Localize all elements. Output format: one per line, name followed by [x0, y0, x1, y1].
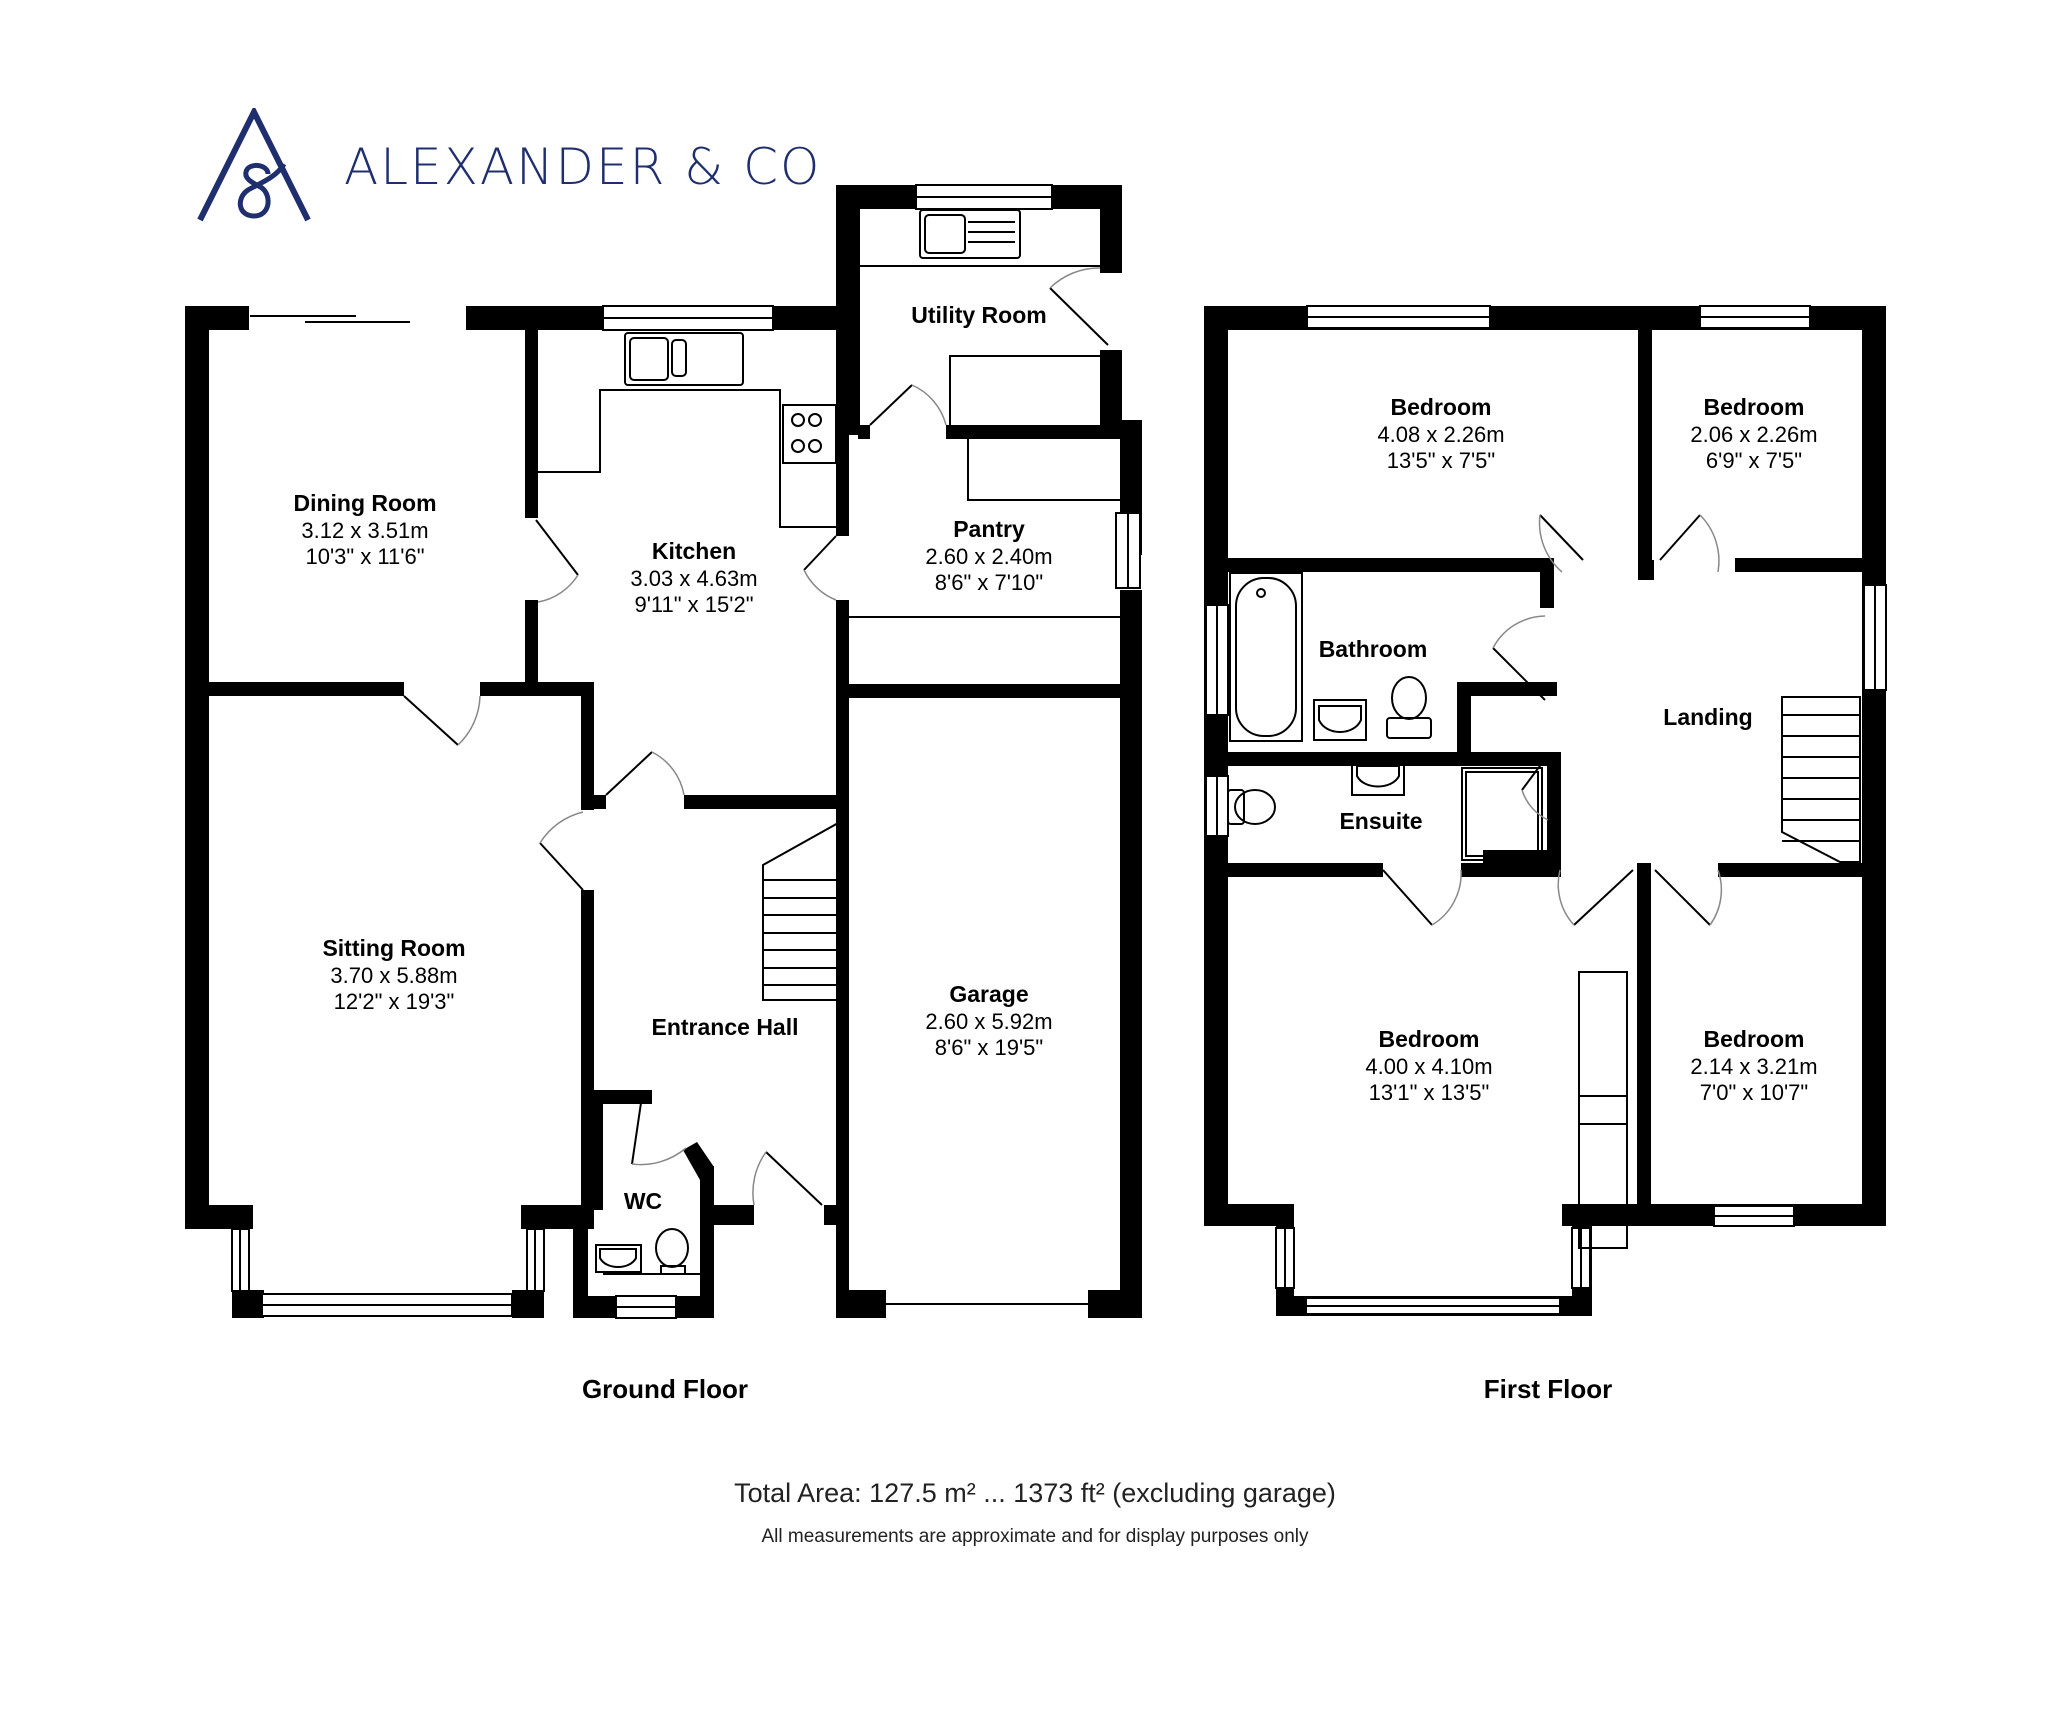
room-label-dining-room: Dining Room 3.12 x 3.51m 10'3" x 11'6": [293, 490, 436, 570]
room-name: Pantry: [953, 516, 1025, 542]
first-floor-fixtures: [1205, 305, 1887, 1315]
room-label-utility-room: Utility Room: [911, 302, 1046, 330]
floor-title-first: First Floor: [1483, 1374, 1613, 1404]
room-label-garage: Garage 2.60 x 5.92m 8'6" x 19'5": [925, 981, 1052, 1061]
room-label-pantry: Pantry 2.60 x 2.40m 8'6" x 7'10": [925, 516, 1052, 596]
room-dimensions-imperial: 8'6" x 19'5": [934, 1034, 1044, 1060]
room-label-landing: Landing: [1663, 704, 1752, 732]
brand-name: ALEXANDER & CO: [344, 138, 822, 196]
a-ampersand-monogram-icon: [197, 108, 311, 222]
room-name: WC: [623, 1188, 663, 1214]
room-label-bedroom-rear-small: Bedroom 2.14 x 3.21m 7'0" x 10'7": [1690, 1026, 1817, 1106]
room-label-sitting-room: Sitting Room 3.70 x 5.88m 12'2" x 19'3": [322, 935, 465, 1015]
room-dimensions-imperial: 8'6" x 7'10": [934, 569, 1044, 595]
room-label-bedroom-front-large: Bedroom 4.08 x 2.26m 13'5" x 7'5": [1377, 394, 1504, 474]
room-name: Entrance Hall: [651, 1014, 799, 1040]
disclaimer: All measurements are approximate and for…: [761, 1526, 1309, 1547]
room-name: Kitchen: [651, 538, 737, 564]
room-dimensions-metric: 4.00 x 4.10m: [1365, 1053, 1493, 1079]
room-name: Bedroom: [1378, 1026, 1480, 1052]
room-dimensions-metric: 3.70 x 5.88m: [330, 962, 458, 988]
room-name: Utility Room: [911, 302, 1047, 328]
room-label-bedroom-main: Bedroom 4.00 x 4.10m 13'1" x 13'5": [1365, 1026, 1492, 1106]
room-dimensions-imperial: 13'5" x 7'5": [1386, 447, 1496, 473]
room-dimensions-imperial: 9'11" x 15'2": [634, 591, 754, 617]
room-label-kitchen: Kitchen 3.03 x 4.63m 9'11" x 15'2": [630, 538, 757, 618]
room-dimensions-imperial: 6'9" x 7'5": [1705, 447, 1803, 473]
room-dimensions-metric: 2.06 x 2.26m: [1690, 421, 1818, 447]
room-label-wc: WC: [624, 1188, 662, 1216]
room-dimensions-metric: 4.08 x 2.26m: [1377, 421, 1505, 447]
room-dimensions-metric: 2.60 x 2.40m: [925, 543, 1053, 569]
room-name: Dining Room: [293, 490, 437, 516]
ground-floor-fixtures: [231, 184, 1141, 1319]
total-area: Total Area: 127.5 m² ... 1373 ft² (exclu…: [734, 1478, 1336, 1508]
first-floor-walls: [1204, 306, 1886, 1316]
room-label-bathroom: Bathroom: [1319, 636, 1428, 664]
room-name: Bedroom: [1390, 394, 1492, 420]
room-dimensions-imperial: 13'1" x 13'5": [1368, 1079, 1490, 1105]
room-dimensions-imperial: 10'3" x 11'6": [305, 543, 425, 569]
room-name: Bathroom: [1318, 636, 1428, 662]
room-name: Sitting Room: [322, 935, 466, 961]
room-dimensions-metric: 3.12 x 3.51m: [301, 517, 429, 543]
ground-floor-walls: [185, 185, 1142, 1318]
room-label-ensuite: Ensuite: [1339, 808, 1422, 836]
room-label-bedroom-front-small: Bedroom 2.06 x 2.26m 6'9" x 7'5": [1690, 394, 1817, 474]
room-dimensions-metric: 2.60 x 5.92m: [925, 1008, 1053, 1034]
room-dimensions-imperial: 12'2" x 19'3": [333, 988, 455, 1014]
room-dimensions-metric: 2.14 x 3.21m: [1690, 1053, 1818, 1079]
room-label-entrance-hall: Entrance Hall: [652, 1014, 799, 1042]
room-name: Bedroom: [1703, 1026, 1805, 1052]
room-name: Bedroom: [1703, 394, 1805, 420]
room-name: Ensuite: [1339, 808, 1423, 834]
room-name: Garage: [949, 981, 1029, 1007]
room-name: Landing: [1663, 704, 1753, 730]
room-dimensions-metric: 3.03 x 4.63m: [630, 565, 758, 591]
room-dimensions-imperial: 7'0" x 10'7": [1699, 1079, 1809, 1105]
floor-title-ground: Ground Floor: [581, 1374, 749, 1404]
